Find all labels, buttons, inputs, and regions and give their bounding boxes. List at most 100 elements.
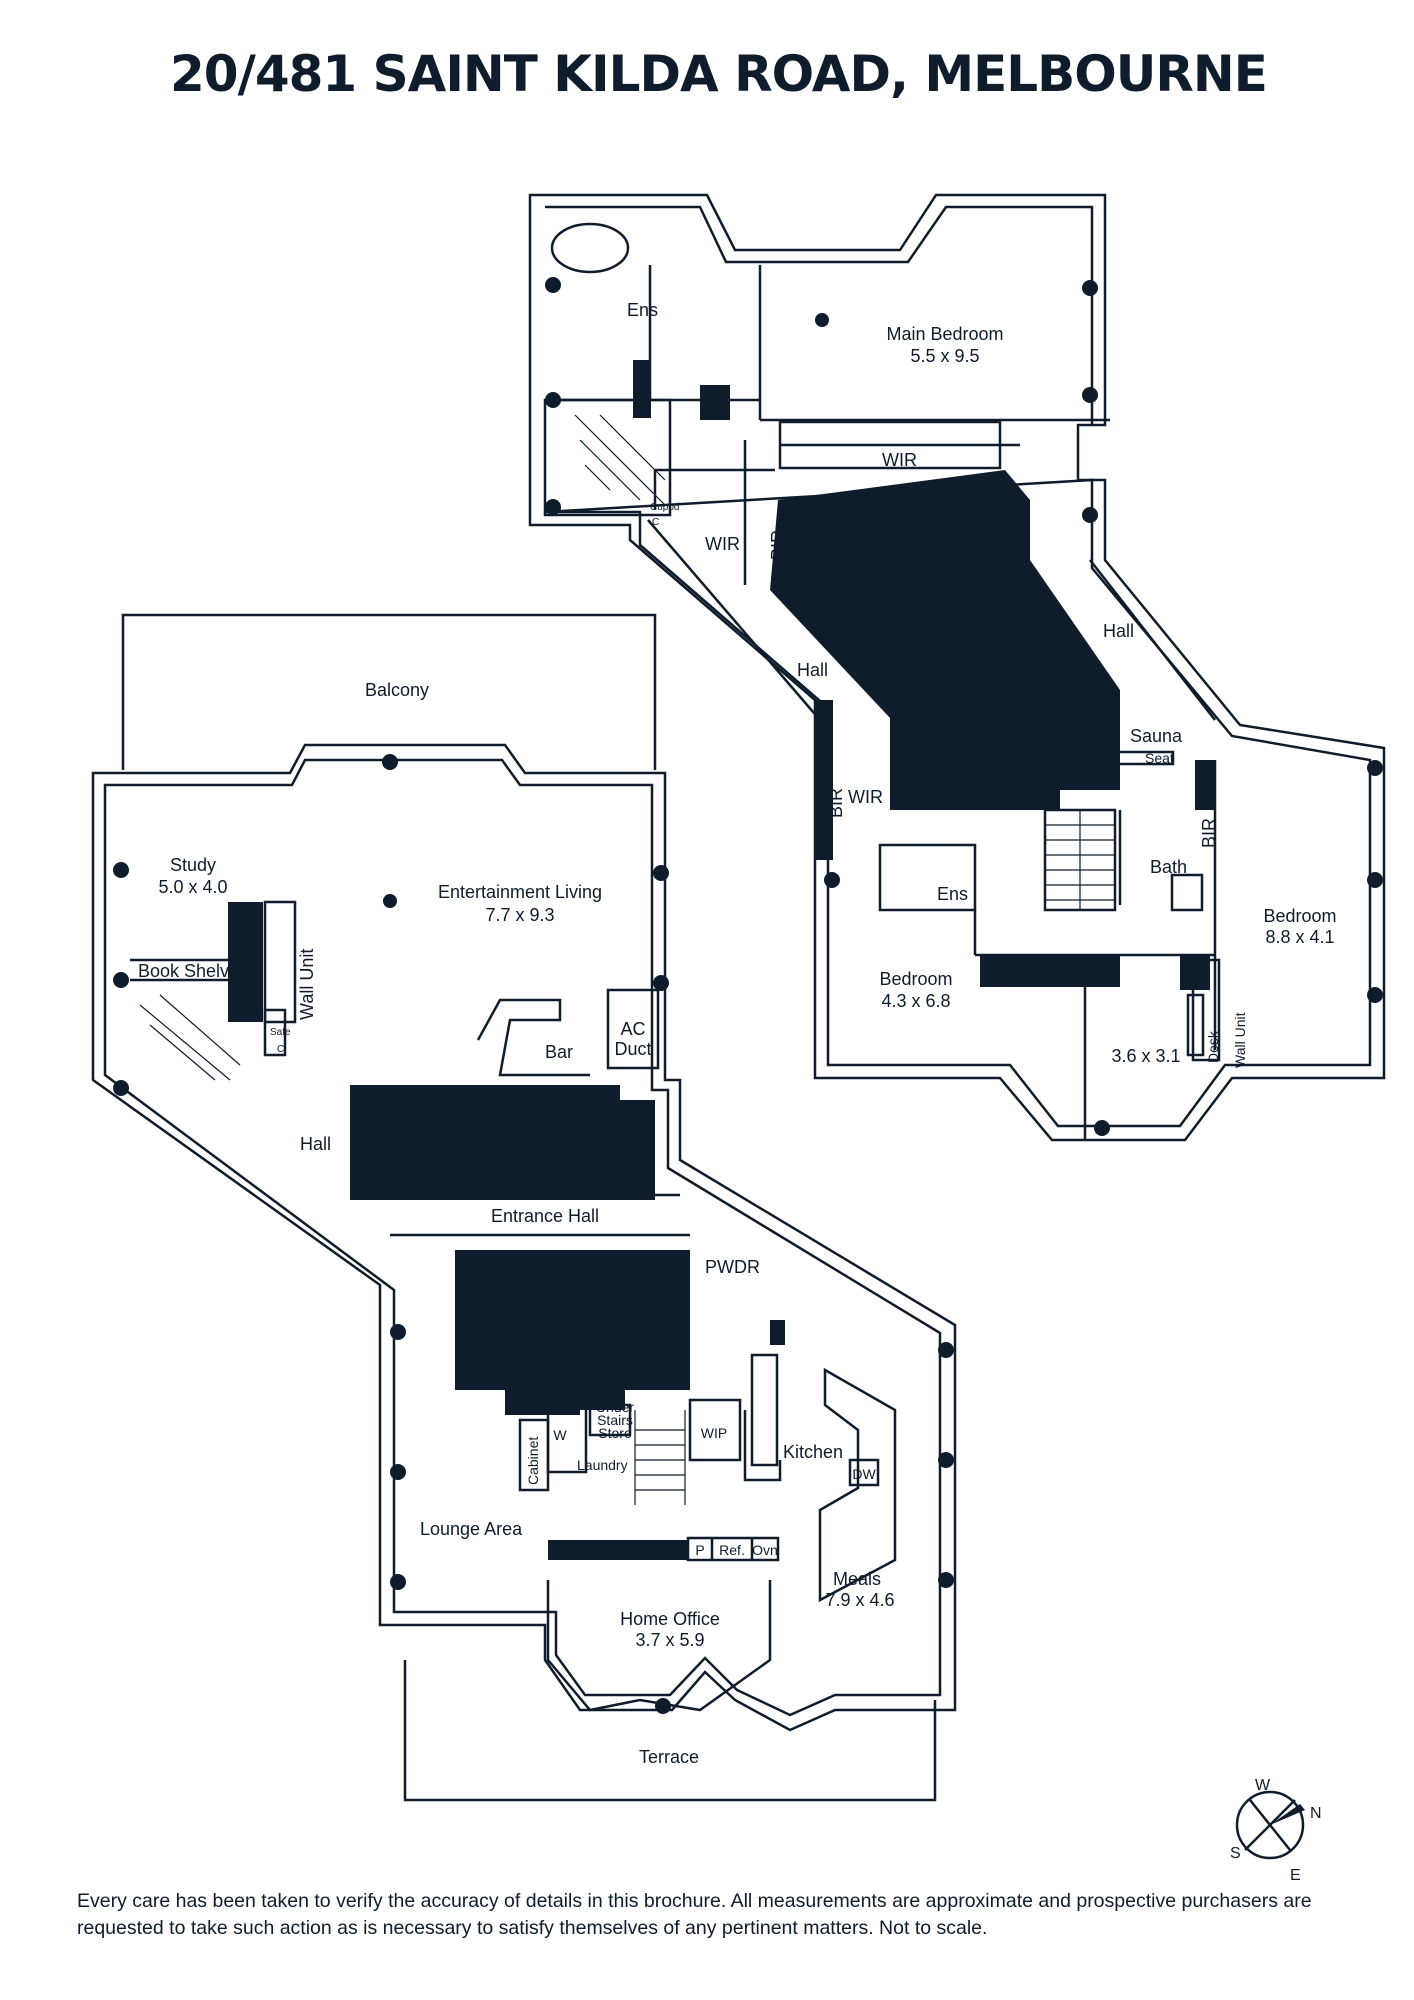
compass-circle (1235, 1790, 1305, 1860)
column-dot (815, 313, 829, 327)
column-dot (824, 872, 840, 888)
hall-wall (1089, 559, 1216, 721)
compass-w: W (1255, 1777, 1271, 1794)
desk-box (1186, 993, 1205, 1057)
label-fire-2: Escape (475, 1370, 522, 1386)
label-c-corner: C (652, 517, 659, 528)
label-main-bedroom: Main Bedroom (886, 324, 1003, 344)
label-ens-mid: Ens (937, 884, 968, 904)
column-dot (390, 1324, 406, 1340)
core-lower-entertainment (350, 1085, 655, 1200)
label-study: Study (170, 855, 216, 875)
label-wall-unit-right: Wall Unit (1232, 1012, 1248, 1068)
upper-wing-outline (528, 193, 1386, 1142)
living-inner (103, 758, 942, 1717)
core-lower-entrance (455, 1250, 690, 1415)
label-kitchen: Kitchen (783, 1442, 843, 1462)
room-labels: Ens Main Bedroom 5.5 x 9.5 WIR WIR BIR H… (138, 300, 1337, 1767)
label-ovn: Ovn (752, 1542, 778, 1558)
label-trash-1: Trash (622, 1120, 647, 1131)
label-wip: WIP (701, 1425, 727, 1441)
cabinet-box (518, 1418, 550, 1492)
label-bir-upper: BIR (768, 530, 788, 560)
wall-unit-left-box (263, 900, 297, 1024)
core-upper-small (633, 360, 651, 418)
column-dot (1367, 760, 1383, 776)
compass-e: E (1290, 1867, 1301, 1884)
label-bedroom-left: Bedroom (879, 969, 952, 989)
dw-box (848, 1458, 880, 1487)
column-dot (545, 499, 561, 515)
label-entertainment-size: 7.7 x 9.3 (485, 905, 554, 925)
column-dot (1082, 387, 1098, 403)
label-p: P (695, 1542, 704, 1558)
column-dot (1082, 280, 1098, 296)
bathtub (550, 222, 630, 274)
label-study-size: 5.0 x 4.0 (158, 877, 227, 897)
label-wall-unit-left: Wall Unit (297, 949, 317, 1020)
column-dot (545, 277, 561, 293)
balcony-outline (121, 613, 657, 770)
terrace-outline (403, 1660, 937, 1802)
label-fire-1: Fire (486, 1355, 510, 1371)
upper-wing-inner (544, 205, 1372, 1128)
label-c-study: C (277, 1044, 284, 1055)
label-home-office: Home Office (620, 1609, 720, 1629)
label-under-3: Store (598, 1425, 632, 1441)
label-desk: Desk (1205, 1030, 1221, 1063)
label-bath: Bath (1150, 857, 1187, 877)
hall-wall (647, 519, 821, 721)
label-ac: AC (620, 1019, 645, 1039)
label-entrance-hall: Entrance Hall (491, 1206, 599, 1226)
column-dot (390, 1464, 406, 1480)
column-dot (113, 862, 129, 878)
living-outline (91, 743, 957, 1732)
label-wir-mid: WIR (848, 787, 883, 807)
label-bedroom-left-size: 4.3 x 6.8 (881, 991, 950, 1011)
column-dot (113, 1080, 129, 1096)
column-dot (390, 1574, 406, 1590)
kitchen-bench (750, 1353, 779, 1467)
label-duct: Duct (614, 1039, 651, 1059)
column-dot (653, 865, 669, 881)
core-bir-wir (815, 700, 833, 860)
label-c-small: C (1000, 970, 1013, 990)
home-office-outline (546, 1580, 772, 1712)
label-trash-2: Shoot (622, 1132, 648, 1143)
stair-box-upper (543, 398, 672, 517)
label-entertainment: Entertainment Living (438, 882, 602, 902)
core-upper-small-2 (700, 385, 730, 420)
core-upper (770, 470, 1120, 810)
label-meals-size: 7.9 x 4.6 (825, 1590, 894, 1610)
label-hall-lower: Hall (300, 1134, 331, 1154)
label-meals: Meals (833, 1569, 881, 1589)
column-dot (938, 1342, 954, 1358)
core-c-block (980, 955, 1120, 987)
disclaimer: Every care has been taken to verify the … (77, 1890, 1312, 1939)
label-pwdr: PWDR (705, 1257, 760, 1277)
label-hall-upper-left: Hall (797, 660, 828, 680)
kitchen-wall (743, 1410, 782, 1482)
column-dot (1094, 1120, 1110, 1136)
ens-mid-box (878, 843, 977, 912)
label-laundry: Laundry (577, 1457, 628, 1473)
label-cupboard: Cupbd (650, 502, 679, 513)
column-dot (545, 392, 561, 408)
label-under-1: Under (596, 1399, 634, 1415)
label-lift-left: Lift (392, 1164, 416, 1184)
label-bir-right: BIR (1199, 818, 1219, 848)
label-under-2: Stairs (597, 1412, 633, 1428)
stair-treads-upper (574, 414, 666, 506)
core-home-office-wall (548, 1540, 688, 1560)
compass-n: N (1310, 1805, 1322, 1822)
stair-treads-lower (634, 1410, 686, 1505)
label-book-shelves: Book Shelves (138, 961, 248, 981)
stair-treads-study (139, 994, 241, 1081)
core-bir-right (1195, 760, 1215, 810)
column-dot (938, 1452, 954, 1468)
bar-counter (476, 998, 590, 1077)
label-bir-wir: BIR (826, 788, 846, 818)
label-room-size: 3.6 x 3.1 (1111, 1046, 1180, 1066)
page-title: 20/481 SAINT KILDA ROAD, MELBOURNE (170, 45, 1268, 103)
label-terrace: Terrace (639, 1747, 699, 1767)
